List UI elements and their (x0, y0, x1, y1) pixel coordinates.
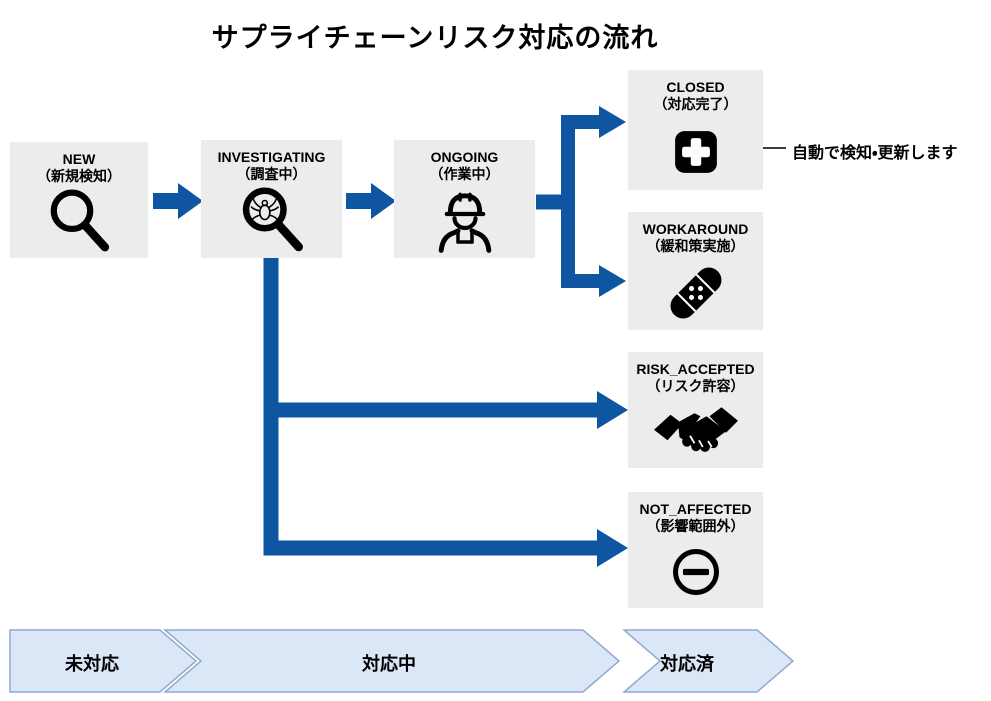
node-closed: CLOSED （対応完了） (628, 70, 763, 190)
phase-label-not-handled: 未対応 (65, 654, 119, 674)
phase-label-in-progress: 対応中 (362, 654, 416, 674)
node-risk-accepted-label: RISK_ACCEPTED (636, 361, 755, 377)
node-ongoing: ONGOING （作業中） (394, 140, 535, 258)
phase-segment-1 (9, 629, 198, 693)
bug-magnifier-icon (234, 183, 310, 258)
connector-investigating-to-notaffected (263, 258, 598, 556)
node-investigating-sublabel: （調査中） (236, 166, 307, 182)
node-ongoing-sublabel: （作業中） (429, 166, 500, 182)
node-closed-label: CLOSED (666, 79, 725, 95)
node-not-affected-label: NOT_AFFECTED (639, 501, 752, 517)
arrow-new-to-investigating (153, 183, 203, 219)
annotation-auto-update: 自動で検知・更新します (792, 145, 958, 162)
node-investigating: INVESTIGATING （調査中） (201, 140, 342, 258)
node-workaround: WORKAROUND （緩和策実施） (628, 212, 763, 330)
worker-icon (429, 183, 501, 258)
connector-investigating-to-risk (263, 258, 598, 418)
node-risk-accepted-sublabel: （リスク許容） (646, 378, 745, 394)
connector-fork-down (561, 202, 600, 288)
node-new: NEW （新規検知） (10, 142, 148, 258)
arrowhead-to-risk-accepted (597, 391, 628, 429)
connector-fork-up (561, 115, 600, 202)
magnifier-icon (43, 185, 115, 258)
medical-cross-icon (666, 113, 726, 190)
node-closed-sublabel: （対応完了） (653, 96, 738, 112)
phase-label-done: 対応済 (660, 654, 714, 674)
node-ongoing-label: ONGOING (430, 149, 499, 165)
arrowhead-to-not-affected (597, 529, 628, 567)
node-risk-accepted: RISK_ACCEPTED （リスク許容） (628, 352, 763, 468)
arrowhead-to-closed (599, 106, 626, 138)
node-new-sublabel: （新規検知） (37, 168, 121, 184)
node-new-label: NEW (62, 151, 96, 167)
node-workaround-label: WORKAROUND (642, 221, 749, 237)
node-workaround-sublabel: （緩和策実施） (646, 238, 745, 254)
arrow-investigating-to-ongoing (346, 183, 396, 219)
no-entry-icon (664, 535, 728, 608)
bandage-icon (660, 255, 732, 330)
node-not-affected-sublabel: （影響範囲外） (646, 518, 745, 534)
phase-segment-2 (162, 629, 621, 693)
node-not-affected: NOT_AFFECTED （影響範囲外） (628, 492, 763, 608)
phase-segment-3 (621, 629, 795, 693)
handshake-icon (651, 395, 741, 468)
arrowhead-to-workaround (599, 265, 626, 297)
node-investigating-label: INVESTIGATING (217, 149, 326, 165)
diagram-title: サプライチェーンリスク対応の流れ (211, 23, 659, 53)
